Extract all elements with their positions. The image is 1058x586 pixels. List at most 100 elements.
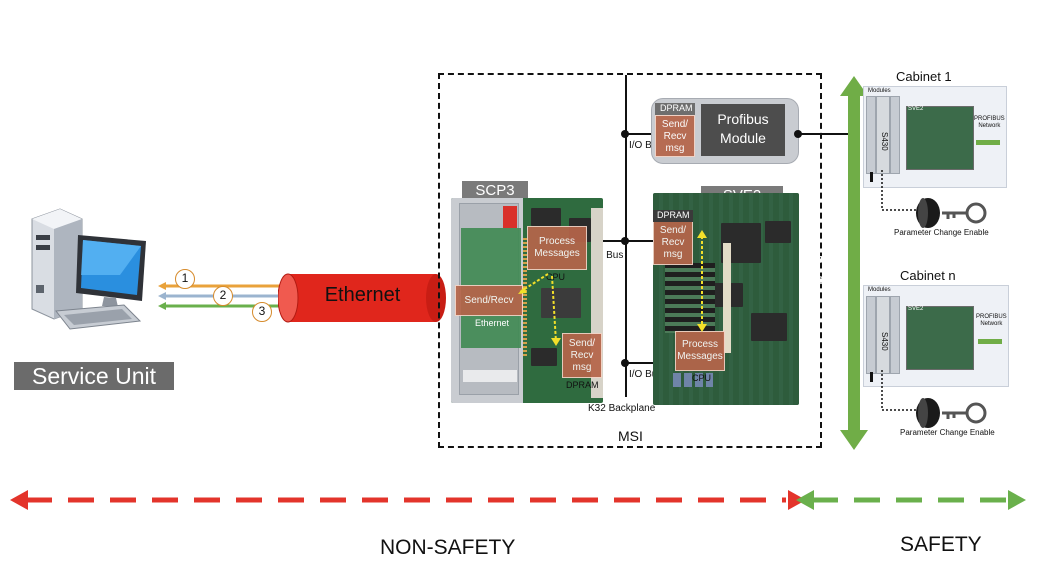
cable-number-1-marker (175, 269, 195, 289)
cabinet-1-s430-module (876, 96, 890, 174)
cabinet-n-module-rail-1 (866, 296, 876, 374)
cabinet-1-param-label: Parameter Change Enable (894, 228, 989, 237)
computer-icon (31, 208, 146, 330)
sve2-chip-2 (765, 221, 791, 243)
profibus-send-recv-msg-label: Send/ Recv msg (661, 119, 689, 154)
cabinet-n-key-switch-icon (916, 398, 987, 428)
io-bus-dot-2 (621, 237, 629, 245)
cabinet-1-modules-label: Modules (868, 88, 891, 94)
scp3-label-strip (463, 370, 517, 382)
cabinet-1-title: Cabinet 1 (896, 69, 952, 84)
profibus-bus-label: Profibus (810, 255, 825, 303)
sve2-dpram-tab (653, 210, 693, 222)
sve2-send-recv-msg-label: Send/ Recv msg (659, 225, 687, 260)
profibus-link-dot (794, 130, 802, 138)
cabinet-1-sve2-label: SVE2 (908, 106, 924, 112)
io-bus-label-1: I/O Bus (629, 140, 663, 151)
profibus-dpram-tab (655, 103, 695, 115)
scp3-dataflow-arrows (518, 273, 561, 346)
cabinet-n-param-label: Parameter Change Enable (900, 428, 995, 437)
sve2-process-messages-box: Process Messages (675, 331, 725, 371)
cabinet-n-title: Cabinet n (900, 268, 956, 283)
sve2-cpu-label: CPU (692, 373, 712, 383)
io-bus-label-2: I/O Bus (590, 250, 624, 261)
scp3-title: SCP3 (475, 182, 515, 199)
sve2-slot (723, 243, 731, 353)
msi-enclosure (438, 73, 822, 448)
profibus-link-line (797, 133, 849, 135)
scp3-process-messages-label: Process Messages (534, 236, 580, 259)
scp3-send-recv-label: Send/Recv (464, 295, 514, 306)
k32-backplane-line (625, 75, 627, 397)
cabinet-1-module-rail-1 (866, 96, 876, 174)
msi-label: MSI (618, 428, 643, 444)
io-bus-connector-sve2-lower (626, 362, 654, 364)
scp3-dpram-label: DPRAM (566, 380, 599, 390)
cabinet-1-network-arrow (976, 140, 1000, 145)
scp3-send-recv-msg-label: Send/ Recv msg (568, 338, 596, 373)
profibus-dpram-label: DPRAM (660, 103, 693, 113)
cable-number-1: 1 (181, 271, 189, 285)
ethernet-cylinder (278, 273, 446, 323)
safety-zone-arrow (796, 490, 1026, 510)
profibus-bus-arrow (840, 76, 868, 450)
scp3-send-recv-box: Send/Recv (455, 285, 523, 316)
scp3-cpu-label: CPU (546, 272, 566, 282)
scp3-chip-1 (531, 208, 561, 226)
cable-number-3-marker (252, 302, 272, 322)
cable-number-2: 2 (219, 288, 227, 302)
cabinet-1-profibus-network: PROFIBUS Network (974, 116, 1005, 129)
non-safety-zone-arrow (10, 490, 806, 510)
ethernet-label: Ethernet (324, 284, 401, 306)
scp3-edge-pins (523, 238, 527, 358)
cabinet-n-bus-stub (870, 372, 873, 382)
cabinet-1-bus-stub (870, 172, 873, 182)
scp3-chip-3 (541, 288, 581, 318)
io-bus-connector-sve2 (626, 240, 654, 242)
cabinet-n-s430-module (876, 296, 890, 374)
cabinet-n-network-arrow (978, 339, 1002, 344)
scp3-send-recv-msg-box: Send/ Recv msg (562, 333, 602, 378)
non-safety-label: NON-SAFETY (380, 536, 516, 559)
sve2-memory-strip (665, 263, 715, 333)
sve2-dpram-label: DPRAM (657, 210, 690, 220)
sve2-dataflow-arrow (697, 230, 707, 332)
cabinet-1-key-switch-icon (916, 198, 987, 228)
safety-label: SAFETY (900, 533, 982, 556)
cabinet-1-s430-label: S430 (880, 132, 889, 151)
cabinet-1-module-rail-2 (890, 96, 900, 174)
cabinet-n-key-connector (881, 370, 916, 411)
cabinet-n-s430-label: S430 (880, 332, 889, 351)
k32-backplane-label: K32 Backplane (588, 403, 656, 414)
cable-number-2-marker (213, 286, 233, 306)
cabinet-n-modules-label: Modules (868, 287, 891, 293)
sve2-chip-4 (751, 313, 787, 341)
scp3-title-tab (462, 181, 528, 201)
service-unit-label-box (14, 362, 174, 390)
cabinet-1-key-connector (881, 170, 916, 211)
cable-number-3: 3 (258, 304, 266, 318)
io-bus-connector-scp3 (600, 240, 626, 242)
profibus-send-recv-msg-box: Send/ Recv msg (655, 115, 695, 157)
io-bus-label-3: I/O Bus (629, 369, 663, 380)
profibus-module-core (701, 104, 785, 156)
io-bus-dot-1 (621, 130, 629, 138)
profibus-module-label: Profibus Module (717, 111, 769, 146)
sve2-capacitors (673, 373, 713, 387)
cabinet-n-sve2-board (906, 306, 974, 370)
cabinet-n-profibus-network: PROFIBUS Network (976, 314, 1007, 327)
cabinet-1-sve2-board (906, 106, 974, 170)
scp3-chip-4 (531, 348, 557, 366)
sve2-board (653, 193, 799, 405)
io-bus-dot-3 (621, 359, 629, 367)
service-unit: Service Unit (14, 205, 174, 390)
scp3-ethernet-sublabel: Ethernet (475, 318, 510, 328)
cabinet-n-sve2-label: SVE2 (908, 306, 924, 312)
cabinet-n-module-rail-2 (890, 296, 900, 374)
io-bus-connector-profibus (626, 133, 654, 135)
scp3-red-switch (503, 206, 517, 228)
scp3-process-messages-box: Process Messages (527, 226, 587, 270)
sve2-process-messages-label: Process Messages (677, 339, 723, 362)
sve2-send-recv-msg-box: Send/ Recv msg (653, 220, 693, 265)
service-unit-label: Service Unit (32, 363, 156, 389)
